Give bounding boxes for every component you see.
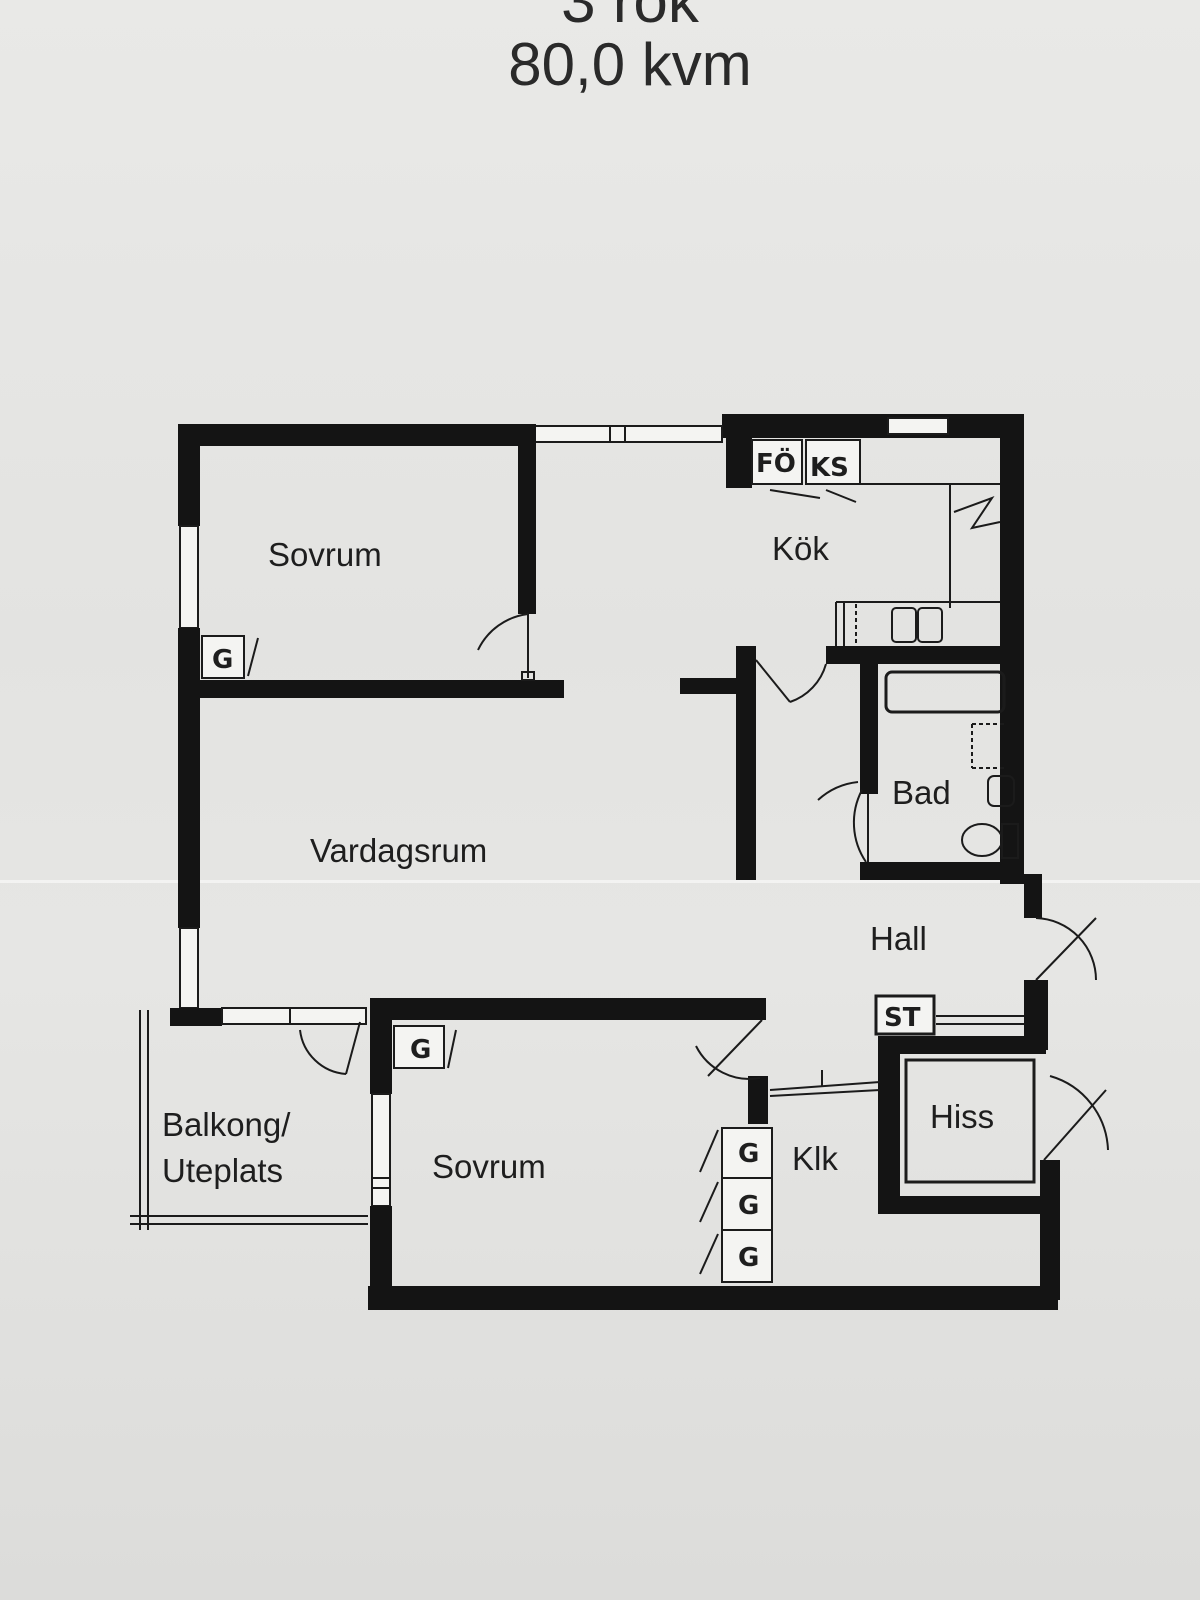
wall-bedroom-bottom-left-2 xyxy=(370,1206,392,1310)
window-left-2 xyxy=(179,927,199,1009)
fixture-label-g-closet-1: G xyxy=(738,1139,759,1169)
room-label-kok: Kök xyxy=(772,530,829,567)
wall-kitchen-bath xyxy=(826,646,1022,664)
wall-right-2 xyxy=(1024,874,1042,918)
door-balcony xyxy=(299,1029,347,1075)
fixture-label-g-bedroom: G xyxy=(410,1035,431,1065)
room-label-balkong-1: Balkong/ xyxy=(162,1106,291,1143)
wall-top-right xyxy=(722,414,1018,438)
door-bath xyxy=(852,789,867,863)
wall-closet-top xyxy=(748,1076,768,1124)
wall-bath-bottom xyxy=(860,862,1020,880)
washbasin-icon xyxy=(987,775,1015,807)
wall-living-hall xyxy=(736,646,756,880)
wall-left-corner xyxy=(170,1008,222,1026)
wall-left-2 xyxy=(178,628,200,928)
room-label-balkong-2: Uteplats xyxy=(162,1152,283,1189)
fixture-label-g-closet-2: G xyxy=(738,1191,759,1221)
header-room-count: 3 rok xyxy=(561,0,699,36)
room-label-sovrum-bottom: Sovrum xyxy=(432,1148,546,1185)
wall-left-1 xyxy=(178,424,200,526)
room-label-hiss: Hiss xyxy=(930,1098,994,1135)
toilet-icon xyxy=(961,823,1003,857)
door-hiss xyxy=(1049,1075,1109,1151)
wall-hiss-top xyxy=(878,1036,1046,1054)
window-bedroom-bottom xyxy=(371,1093,391,1207)
wall-bedroom-top-right xyxy=(518,424,536,614)
window-top xyxy=(533,425,723,443)
bath-fixtures xyxy=(884,670,1019,859)
stove-icon xyxy=(953,496,1001,530)
wall-bath-left xyxy=(860,664,878,794)
room-label-sovrum-top: Sovrum xyxy=(268,536,382,573)
fixture-label-ks: KS xyxy=(810,453,849,483)
door-swings xyxy=(299,613,1109,1161)
wall-hiss-left xyxy=(878,1036,900,1212)
wall-bedroom-living xyxy=(200,680,564,698)
balcony-outline xyxy=(130,1010,368,1230)
header-area: 80,0 kvm xyxy=(508,31,752,98)
wall-bottom xyxy=(368,1286,1058,1310)
fixture-boxes xyxy=(201,635,936,1283)
fixture-label-g-closet-3: G xyxy=(738,1243,759,1273)
walls xyxy=(170,414,1060,1310)
fixture-label-g-top: G xyxy=(212,645,233,675)
window-balcony xyxy=(221,1007,367,1025)
room-label-klk: Klk xyxy=(792,1140,838,1177)
wall-stub xyxy=(680,678,750,694)
bathtub-icon xyxy=(884,670,1006,714)
door-kitchen xyxy=(789,663,827,703)
door-bedroom-top xyxy=(477,613,529,651)
wall-top-left xyxy=(178,424,534,446)
paper-fold xyxy=(0,880,1200,883)
wall-hiss-right xyxy=(1040,1160,1060,1214)
wall-bedroom-bottom-top xyxy=(370,998,766,1020)
sink-icon xyxy=(891,607,917,643)
hiss-car xyxy=(904,1058,1036,1184)
kitchen-block xyxy=(726,438,752,488)
fixture-label-fo: FÖ xyxy=(756,446,796,479)
door-bedroom-bottom xyxy=(695,1045,761,1080)
wall-bedroom-bottom-left-1 xyxy=(370,1008,392,1094)
kitchen-fixtures xyxy=(726,438,1001,646)
fixture-label-st: ST xyxy=(884,1003,921,1033)
wall-hiss-bottom xyxy=(878,1196,1058,1214)
window-kitchen xyxy=(887,417,949,435)
room-label-vardagsrum: Vardagsrum xyxy=(310,832,487,869)
room-label-hall: Hall xyxy=(870,920,927,957)
room-label-bad: Bad xyxy=(892,774,951,811)
window-left-1 xyxy=(179,525,199,629)
